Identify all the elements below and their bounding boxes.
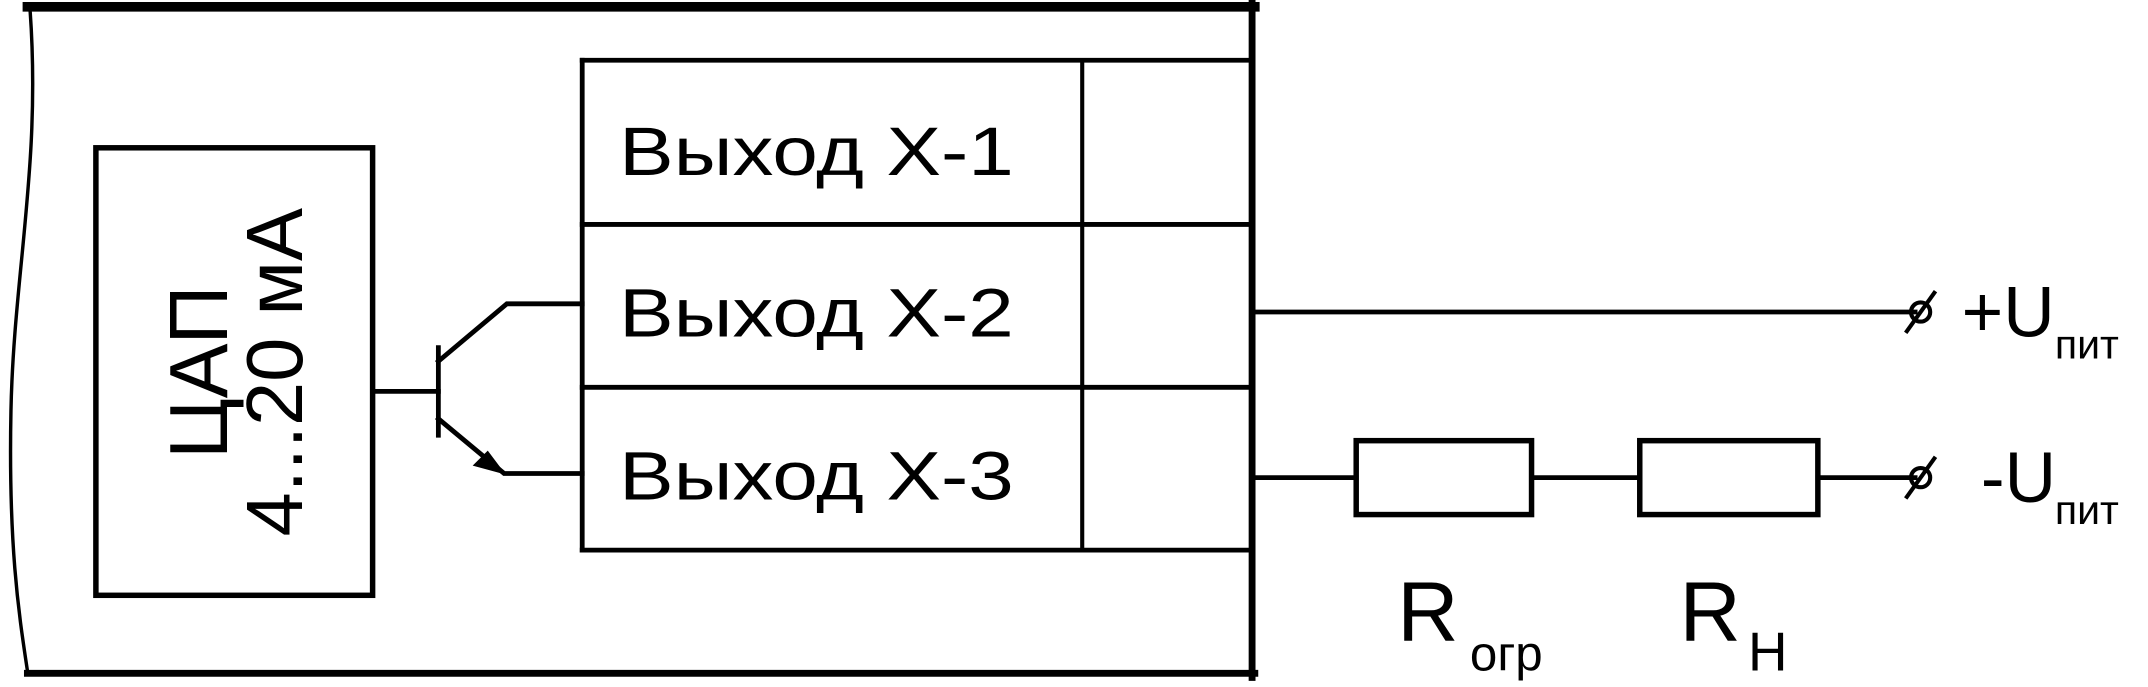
output-label-2: Выход Х-2 bbox=[619, 275, 1014, 352]
minus-supply-subscript: пит bbox=[2055, 487, 2119, 533]
resistor-load-subscript: Н bbox=[1748, 621, 1788, 683]
minus-terminal-icon bbox=[1904, 455, 1938, 500]
plus-supply-subscript: пит bbox=[2055, 322, 2119, 368]
dac-label: ЦАП bbox=[154, 285, 245, 459]
resistor-load-label: R bbox=[1679, 564, 1740, 659]
resistor-load bbox=[1637, 437, 1821, 518]
minus-supply-label: -U bbox=[1981, 439, 2056, 518]
dac-range-label: 4...20 мА bbox=[230, 208, 319, 536]
resistor-limit bbox=[1353, 437, 1535, 518]
resistor-limit-label: R bbox=[1397, 564, 1458, 659]
plus-supply-label: +U bbox=[1962, 274, 2055, 353]
output-label-3: Выход Х-3 bbox=[619, 438, 1014, 515]
enclosure-break-edge bbox=[8, 9, 35, 673]
dac-box bbox=[93, 145, 376, 599]
transistor-symbol bbox=[370, 301, 585, 476]
plus-terminal-icon bbox=[1904, 290, 1938, 335]
output-table bbox=[579, 57, 1255, 553]
output-label-1: Выход Х-1 bbox=[619, 113, 1014, 190]
resistor-limit-subscript: огр bbox=[1470, 627, 1543, 682]
